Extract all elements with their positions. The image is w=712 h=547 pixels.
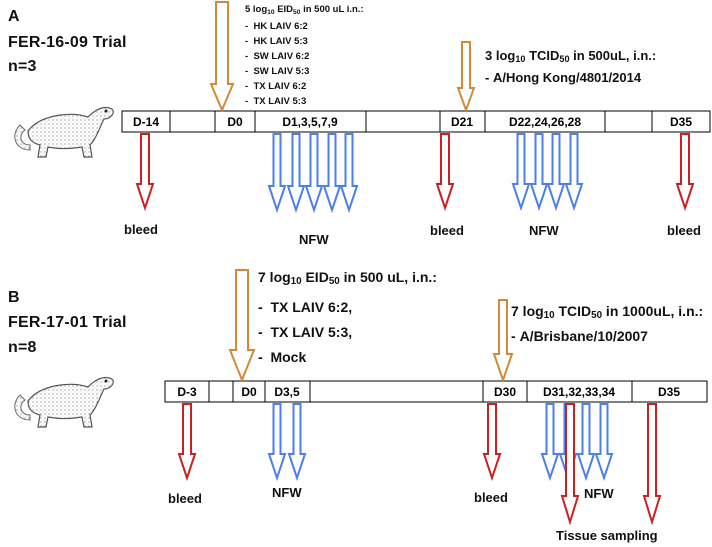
nfw-arrow (304, 133, 324, 214)
panel-a-bleed-1: bleed (124, 222, 158, 237)
nfw-arrow (564, 133, 584, 212)
timeline-cell: D31,32,33,34 (543, 385, 615, 399)
bleed-arrow (675, 133, 695, 212)
panel-b-timeline: D-3 D0 D3,5 D30 D31,32,33,34 D35 (164, 380, 708, 403)
panel-b-nfw-2: NFW (584, 486, 614, 501)
challenge-arrow (456, 41, 476, 113)
timeline-cell: D3,5 (274, 385, 300, 399)
nfw-arrow (511, 133, 531, 212)
nfw-arrow (287, 403, 307, 482)
bleed-arrow (482, 403, 502, 482)
ferret-icon (14, 376, 114, 428)
timeline-cell: D0 (227, 115, 243, 129)
panel-b-letter: B (8, 289, 20, 306)
panel-a-timeline: D-14 D0 D1,3,5,7,9 D21 D22,24,26,28 D35 (121, 110, 711, 133)
nfw-arrow (322, 133, 342, 214)
panel-b-prime-dose: 7 log10 EID50 in 500 uL, i.n.: (258, 269, 437, 287)
tissue-sampling-arrow (642, 403, 662, 526)
panel-b-bleed-2: bleed (474, 490, 508, 505)
list-item: - HK LAIV 5:3 (245, 36, 308, 47)
panel-b-n: n=8 (8, 339, 37, 356)
list-item: - SW LAIV 6:2 (245, 51, 310, 62)
panel-a-trial-name: FER-16-09 Trial (8, 34, 127, 51)
timeline-cell: D1,3,5,7,9 (282, 115, 338, 129)
list-item: - Mock (258, 349, 307, 365)
panel-a-prime-dose: 5 log10 EID50 in 500 uL i.n.: (245, 4, 364, 16)
vaccination-arrow (228, 269, 256, 383)
panel-a-challenge-strain: - A/Hong Kong/4801/2014 (485, 70, 642, 85)
panel-a-bleed-3: bleed (667, 223, 701, 238)
panel-b-bleed-1: bleed (168, 491, 202, 506)
panel-a-n: n=3 (8, 58, 37, 75)
timeline-cell: D-14 (133, 115, 159, 129)
nfw-arrow (546, 133, 566, 212)
panel-b-challenge-dose: 7 log10 TCID50 in 1000uL, i.n.: (511, 303, 704, 321)
nfw-arrow (267, 133, 287, 214)
panel-a-nfw-1: NFW (299, 232, 329, 247)
list-item: - TX LAIV 5:3, (258, 324, 353, 340)
vaccination-arrow (209, 1, 235, 113)
list-item: - TX LAIV 5:3 (245, 96, 307, 107)
nfw-arrow (576, 403, 596, 482)
panel-a-letter: A (8, 8, 20, 25)
list-item: - SW LAIV 5:3 (245, 66, 310, 77)
bleed-arrow (135, 133, 155, 212)
nfw-arrow (540, 403, 560, 482)
tissue-sampling-arrow (560, 403, 580, 526)
panel-b-challenge-strain: - A/Brisbane/10/2007 (511, 328, 648, 344)
panel-b-tissue-sampling: Tissue sampling (556, 528, 658, 543)
timeline-cell: D30 (494, 385, 516, 399)
nfw-arrow (594, 403, 614, 482)
list-item: - TX LAIV 6:2, (258, 299, 353, 315)
timeline-cell: D35 (658, 385, 680, 399)
list-item: - HK LAIV 6:2 (245, 21, 308, 32)
bleed-arrow (435, 133, 455, 212)
nfw-arrow (267, 403, 287, 482)
ferret-icon (14, 106, 114, 158)
timeline-cell: D0 (241, 385, 257, 399)
panel-a-prime-list: - HK LAIV 6:2 - HK LAIV 5:3 - SW LAIV 6:… (245, 19, 309, 109)
panel-a-nfw-2: NFW (529, 223, 559, 238)
list-item: - TX LAIV 6:2 (245, 81, 307, 92)
challenge-arrow (492, 299, 514, 384)
panel-a-challenge-dose: 3 log10 TCID50 in 500uL, i.n.: (485, 48, 657, 64)
timeline-cell: D-3 (177, 385, 197, 399)
timeline-cell: D21 (451, 115, 473, 129)
panel-b-trial-name: FER-17-01 Trial (8, 314, 127, 331)
nfw-arrow (529, 133, 549, 212)
panel-b-nfw-1: NFW (272, 485, 302, 500)
timeline-cell: D22,24,26,28 (509, 115, 581, 129)
nfw-arrow (286, 133, 306, 214)
timeline-cell: D35 (670, 115, 692, 129)
nfw-arrow (339, 133, 359, 214)
panel-a-bleed-2: bleed (430, 223, 464, 238)
bleed-arrow (177, 403, 197, 482)
panel-b-prime-list: - TX LAIV 6:2, - TX LAIV 5:3, - Mock (258, 295, 352, 370)
